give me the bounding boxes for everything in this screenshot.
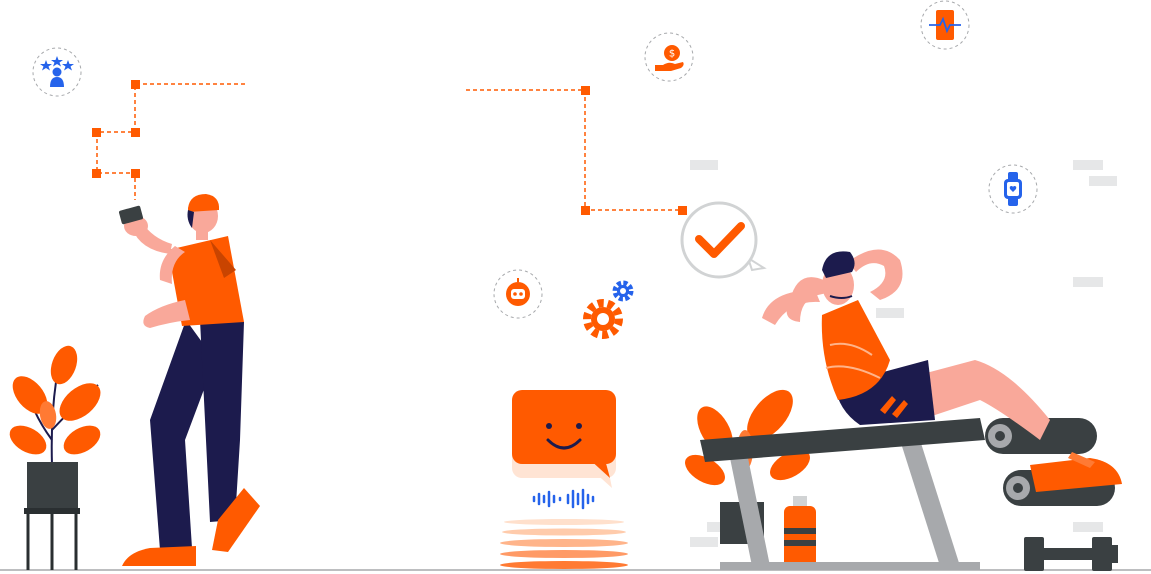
water-bottle <box>784 496 816 570</box>
connector-lines <box>96 83 682 211</box>
checkmark-icon <box>680 201 767 279</box>
stacked-stripes <box>500 519 628 569</box>
gears-icon <box>583 280 634 339</box>
smiley-chat-icon <box>512 390 616 488</box>
man-doing-situps <box>762 249 1122 492</box>
exercise-bench <box>700 418 1115 570</box>
connector-nodes <box>92 80 687 215</box>
heartbeat-phone-icon <box>920 0 970 50</box>
dumbbell <box>1024 537 1118 571</box>
svg-text:$: $ <box>669 49 675 60</box>
man-with-phone <box>119 194 260 566</box>
voice-wave-icon <box>532 488 595 510</box>
robot-icon <box>493 269 543 319</box>
smartwatch-icon <box>988 164 1038 214</box>
coin-hand-icon: $ <box>644 32 694 82</box>
potted-plant-left <box>9 345 101 570</box>
rating-icon <box>32 47 82 97</box>
